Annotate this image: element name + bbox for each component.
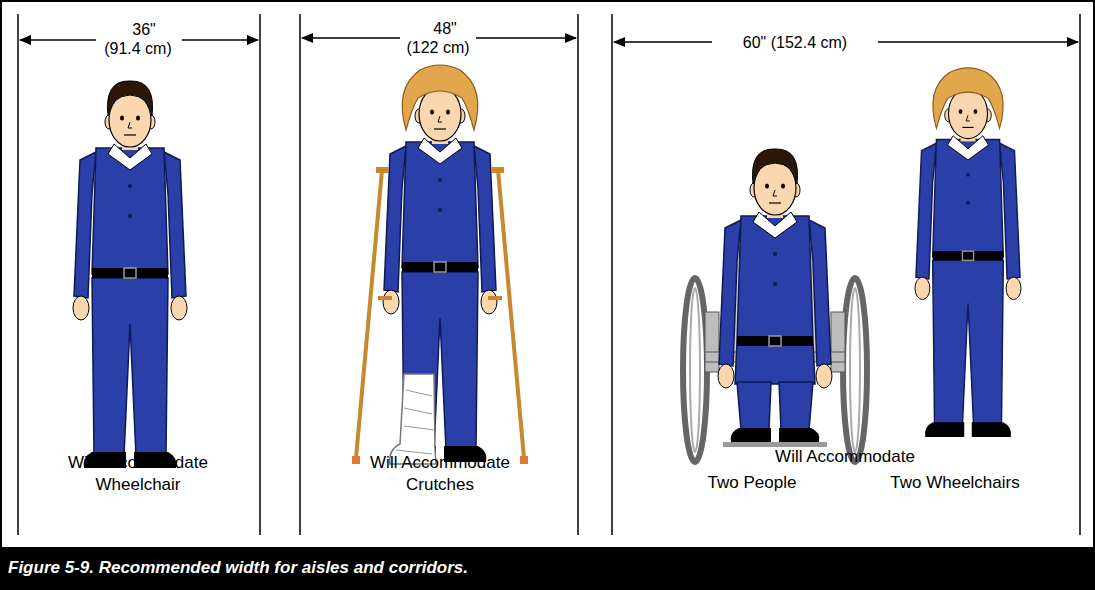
panel-line bbox=[577, 14, 579, 535]
hair bbox=[107, 81, 152, 116]
shoe bbox=[779, 428, 819, 442]
hair bbox=[752, 149, 797, 184]
panel-line bbox=[259, 14, 261, 535]
woman-with-crutches bbox=[352, 65, 528, 464]
capacity-note: Two People bbox=[708, 472, 797, 494]
hair bbox=[933, 68, 1003, 128]
thighs bbox=[735, 342, 815, 384]
crutch bbox=[356, 170, 382, 458]
crutch-pad bbox=[492, 167, 504, 173]
dimension-arrow bbox=[476, 37, 576, 39]
border bbox=[1, 1, 1094, 548]
crutch-grip bbox=[378, 296, 392, 300]
dimension-arrows bbox=[20, 38, 1078, 42]
shin bbox=[779, 382, 813, 430]
dimension-arrow bbox=[614, 41, 712, 43]
dimension-arrow bbox=[20, 39, 96, 41]
leg-cast bbox=[390, 374, 436, 464]
capacity-note: Will Accommodate Crutches bbox=[365, 452, 515, 496]
figure-caption: Figure 5-9. Recommended width for aisles… bbox=[8, 558, 468, 578]
armrest bbox=[831, 312, 845, 372]
crutch-grip bbox=[488, 296, 502, 300]
standing-woman bbox=[915, 68, 1021, 437]
panel-line bbox=[1079, 14, 1081, 535]
crutch-pad bbox=[376, 167, 388, 173]
dimension-arrow bbox=[302, 37, 400, 39]
torso bbox=[73, 93, 187, 320]
crutch-tip bbox=[352, 456, 360, 464]
man-in-wheelchair bbox=[683, 149, 867, 462]
dimension-label: 48" (122 cm) bbox=[403, 19, 473, 57]
torso bbox=[915, 88, 1021, 299]
panel-line bbox=[17, 14, 19, 535]
caption-bar bbox=[0, 548, 1095, 590]
capacity-note: Two Wheelchairs bbox=[890, 472, 1019, 494]
panel-lines bbox=[18, 14, 1080, 535]
dimension-label: 36" (91.4 cm) bbox=[101, 20, 175, 58]
hair bbox=[402, 65, 478, 130]
cast-wraps bbox=[396, 390, 434, 454]
legs bbox=[84, 278, 177, 468]
crutch-tip bbox=[520, 456, 528, 464]
crutch bbox=[498, 170, 524, 458]
footrest bbox=[723, 442, 827, 447]
wheel-rim bbox=[690, 288, 700, 452]
wheel-rim bbox=[850, 288, 860, 452]
wheel bbox=[843, 278, 867, 462]
dimension-arrow bbox=[182, 39, 258, 41]
capacity-note: Will Accommodate bbox=[775, 446, 915, 468]
crutches bbox=[356, 170, 524, 458]
capacity-note: Will Accommodate Wheelchair bbox=[63, 452, 213, 496]
shoe bbox=[731, 428, 771, 442]
torso bbox=[383, 87, 497, 314]
standing-man bbox=[73, 81, 187, 468]
torso bbox=[718, 161, 832, 388]
panel-line bbox=[299, 14, 301, 535]
dimension-label: 60" (152.4 cm) bbox=[743, 33, 847, 52]
dimension-arrow bbox=[878, 41, 1078, 43]
wheel bbox=[683, 278, 707, 462]
armrest bbox=[705, 312, 719, 372]
shin bbox=[737, 382, 771, 430]
legs bbox=[925, 260, 1011, 437]
panel-line bbox=[611, 14, 613, 535]
